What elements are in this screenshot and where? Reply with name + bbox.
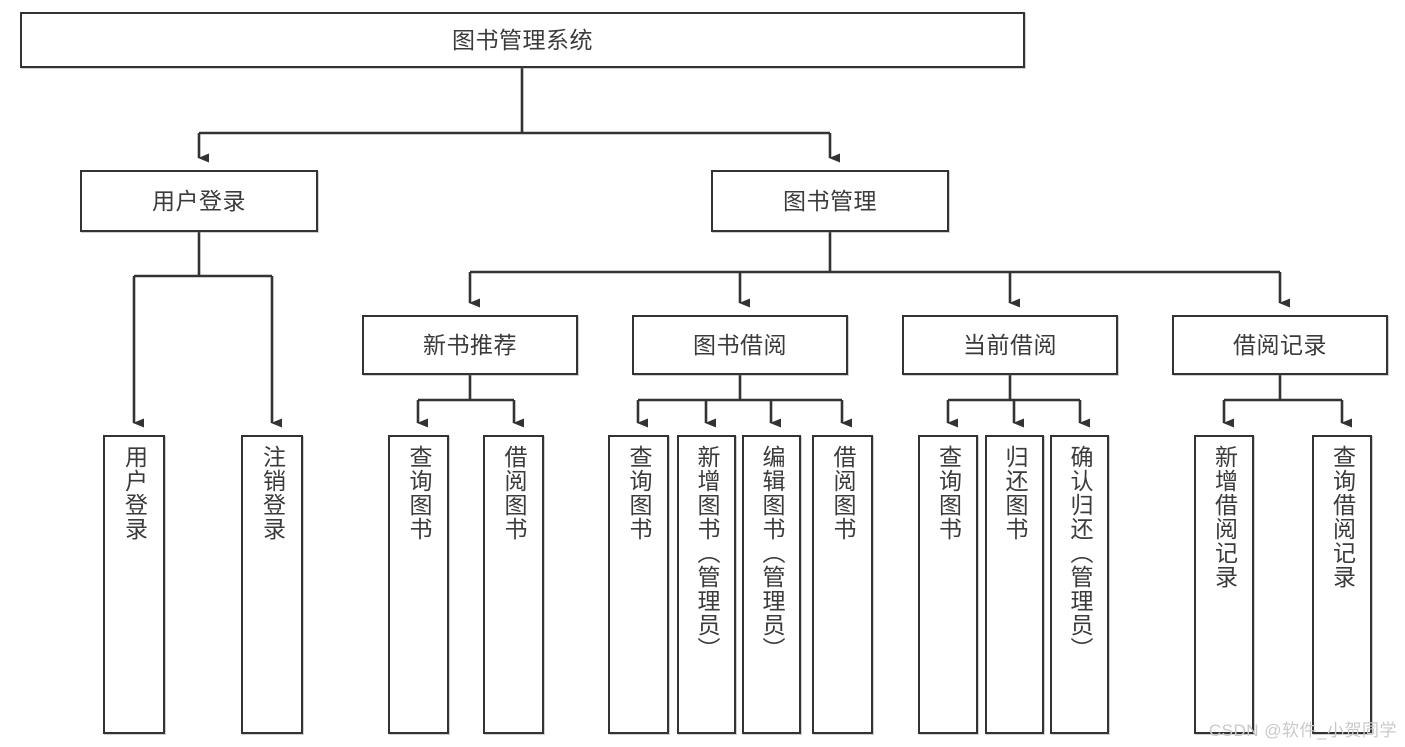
node-root-book-management-system[interactable]: 图书管理系统 <box>20 12 1025 68</box>
node-label: 查询图书 <box>626 445 652 541</box>
node-label: 图书借阅 <box>693 331 787 358</box>
node-user-login[interactable]: 用户登录 <box>80 170 318 232</box>
csdn-watermark: CSDN @软件_小贺同学 <box>1208 721 1397 740</box>
node-new-book-recommend[interactable]: 新书推荐 <box>362 315 578 375</box>
leaf-query-book-current[interactable]: 查询图书 <box>918 435 978 734</box>
node-label: 确认归还（管理员） <box>1067 445 1093 661</box>
leaf-add-book-admin[interactable]: 新增图书（管理员） <box>677 435 736 734</box>
leaf-edit-book-admin[interactable]: 编辑图书（管理员） <box>742 435 801 734</box>
node-label: 编辑图书（管理员） <box>759 445 785 661</box>
node-label: 图书管理系统 <box>452 26 593 53</box>
leaf-add-borrow-record[interactable]: 新增借阅记录 <box>1194 435 1254 734</box>
node-label: 用户登录 <box>121 445 148 541</box>
node-label: 查询借阅记录 <box>1329 445 1356 589</box>
node-borrow-record[interactable]: 借阅记录 <box>1172 315 1388 375</box>
leaf-confirm-return-admin[interactable]: 确认归还（管理员） <box>1050 435 1109 734</box>
node-label: 查询图书 <box>935 445 962 541</box>
node-label: 归还图书 <box>1002 445 1028 541</box>
node-label: 用户登录 <box>152 187 246 214</box>
node-book-management[interactable]: 图书管理 <box>711 170 949 232</box>
leaf-logout-login[interactable]: 注销登录 <box>241 435 303 734</box>
leaf-query-book-borrow[interactable]: 查询图书 <box>608 435 669 734</box>
leaf-user-login[interactable]: 用户登录 <box>103 435 165 734</box>
node-label: 新增借阅记录 <box>1211 445 1238 589</box>
node-label: 查询图书 <box>406 445 432 541</box>
node-label: 借阅图书 <box>830 445 856 541</box>
node-label: 新增图书（管理员） <box>694 445 720 661</box>
node-label: 当前借阅 <box>963 331 1057 358</box>
leaf-borrow-book-recommend[interactable]: 借阅图书 <box>483 435 544 734</box>
node-label: 图书管理 <box>783 187 877 214</box>
node-label: 注销登录 <box>259 445 286 541</box>
node-current-borrow[interactable]: 当前借阅 <box>902 315 1118 375</box>
node-label: 借阅图书 <box>501 445 527 541</box>
leaf-borrow-book-borrow[interactable]: 借阅图书 <box>812 435 873 734</box>
leaf-return-book[interactable]: 归还图书 <box>985 435 1044 734</box>
node-label: 借阅记录 <box>1233 331 1327 358</box>
leaf-query-book-recommend[interactable]: 查询图书 <box>388 435 449 734</box>
node-label: 新书推荐 <box>423 331 517 358</box>
leaf-query-borrow-record[interactable]: 查询借阅记录 <box>1312 435 1372 734</box>
node-book-borrow[interactable]: 图书借阅 <box>632 315 848 375</box>
